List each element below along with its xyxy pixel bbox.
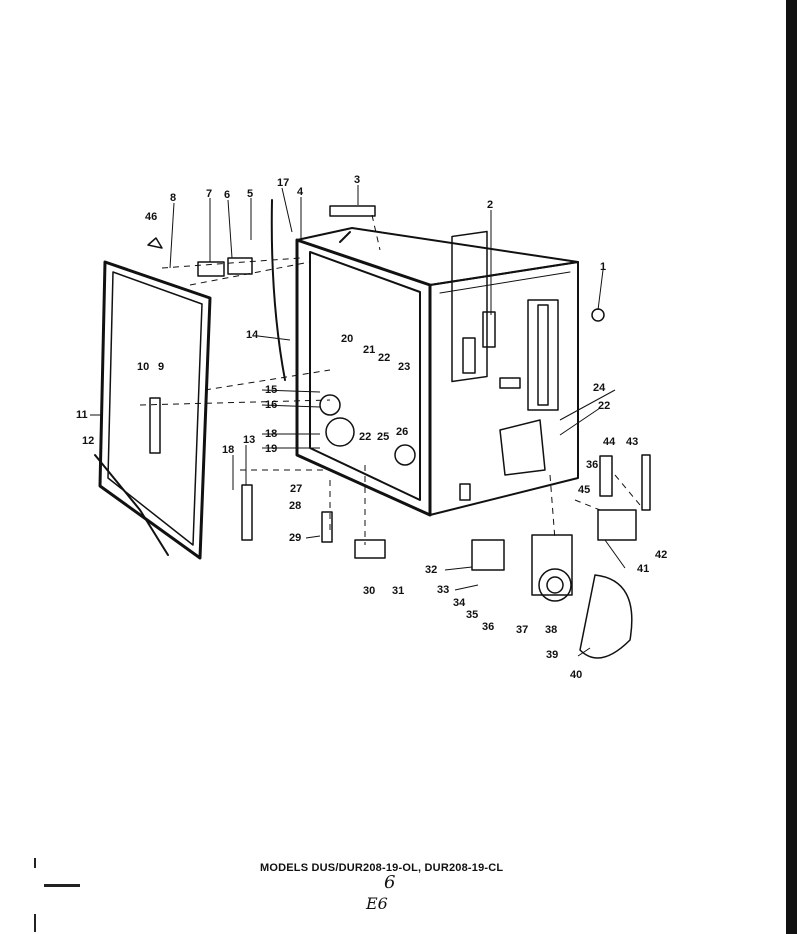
scan-edge-bar: [786, 0, 797, 934]
callout-label: 35: [466, 609, 478, 621]
callout-label: 14: [246, 329, 259, 341]
callout-label: 20: [341, 333, 353, 345]
callout-label: 33: [437, 584, 449, 596]
callout-label: 13: [243, 434, 255, 446]
callout-label: 43: [626, 436, 638, 448]
leader-lines: [90, 185, 626, 657]
handwritten-mark-top: 6: [384, 872, 396, 893]
callout-label: 45: [578, 484, 590, 496]
callout-label: 7: [206, 188, 212, 200]
callout-label: 1: [600, 261, 606, 273]
side-panel-details: [451, 230, 559, 501]
callout-label: 42: [655, 549, 667, 561]
scan-mark: [34, 914, 36, 932]
callout-label: 23: [398, 361, 410, 373]
door-seal: [270, 199, 286, 381]
callout-label: 44: [603, 436, 616, 448]
bracket-parts: [319, 308, 637, 659]
callout-label: 38: [545, 624, 557, 636]
callout-label: 36: [586, 459, 598, 471]
callout-label: 31: [392, 585, 404, 597]
callout-label: 25: [377, 431, 389, 443]
callout-label: 5: [247, 188, 253, 200]
callout-label: 37: [516, 624, 528, 636]
callout-label: 21: [363, 344, 375, 356]
callout-label: 41: [637, 563, 649, 575]
scan-mark: [44, 884, 80, 887]
callout-label: 8: [170, 192, 176, 204]
callout-label: 34: [453, 597, 466, 609]
callout-label: 24: [593, 382, 606, 394]
callout-label: 22: [598, 400, 610, 412]
callout-label: 12: [82, 435, 94, 447]
callout-label: 26: [396, 426, 408, 438]
callout-label: 28: [289, 500, 301, 512]
callout-label: 2: [487, 199, 493, 211]
callout-label: 32: [425, 564, 437, 576]
handwritten-mark-bottom: E6: [366, 894, 388, 913]
callout-label: 29: [289, 532, 301, 544]
callout-label: 27: [290, 483, 302, 495]
callout-label: 15: [265, 384, 277, 396]
callout-label: 11: [76, 409, 88, 421]
callout-label: 36: [482, 621, 494, 633]
callout-label: 40: [570, 669, 582, 681]
callout-label: 18: [265, 428, 277, 440]
callout-label: 46: [145, 211, 157, 223]
callout-label: 22: [359, 431, 371, 443]
tub-cabinet: [295, 227, 579, 517]
callout-label: 39: [546, 649, 558, 661]
door-frame: [94, 260, 212, 560]
callout-label: 18: [222, 444, 234, 456]
callout-label: 6: [224, 189, 230, 201]
callout-labels: 1 2 3 4 5 6 7 8 9 10 11 12 13 14 15 16 1…: [76, 174, 667, 681]
callout-label: 19: [265, 443, 277, 455]
callout-label: 10: [137, 361, 149, 373]
callout-label: 9: [158, 361, 164, 373]
callout-label: 30: [363, 585, 375, 597]
models-caption: MODELS DUS/DUR208-19-OL, DUR208-19-CL: [260, 862, 504, 874]
callout-label: 3: [354, 174, 360, 186]
callout-label: 16: [265, 399, 277, 411]
callout-label: 17: [277, 177, 289, 189]
alignment-lines: [139, 214, 641, 545]
scan-mark: [34, 858, 36, 868]
callout-label: 22: [378, 352, 390, 364]
hinge-parts: [147, 205, 651, 541]
callout-label: 4: [297, 186, 304, 198]
